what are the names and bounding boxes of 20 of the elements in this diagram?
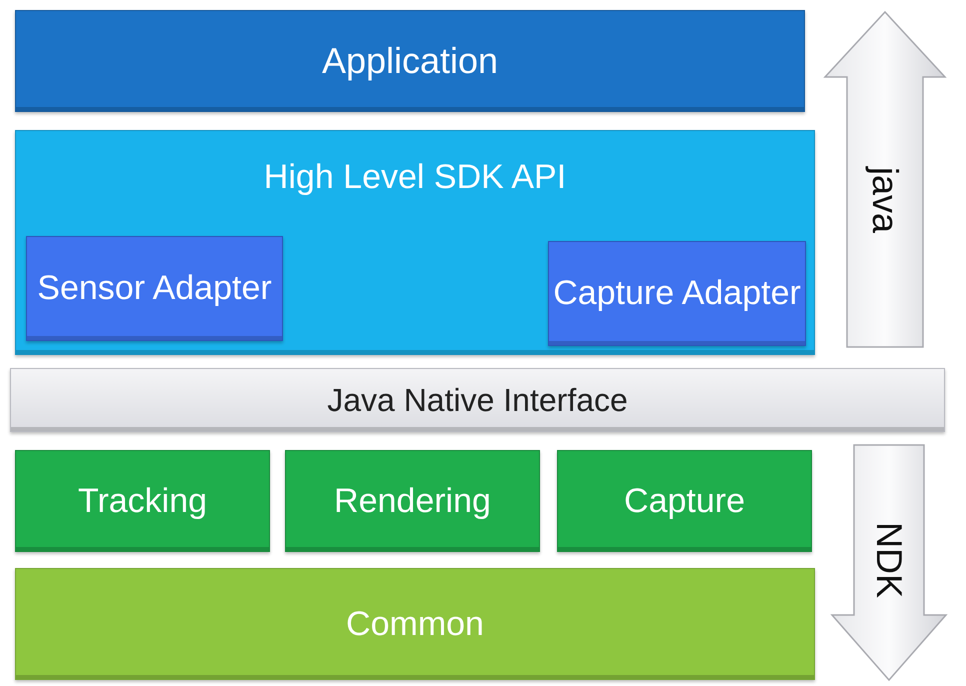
layer-label: Rendering [334, 484, 491, 518]
layer-label: Capture [624, 484, 745, 518]
layer-label: Application [322, 44, 498, 78]
layer-label: High Level SDK API [264, 161, 566, 194]
layer-box [10, 368, 945, 432]
layer-box [285, 450, 540, 552]
layer-label: Capture Adapter [553, 277, 801, 310]
layer-box [15, 568, 815, 680]
layer-box [15, 10, 805, 112]
layer-box [557, 450, 812, 552]
direction-label: NDK [868, 522, 910, 598]
module-box [26, 236, 283, 341]
layer-label: Java Native Interface [327, 384, 628, 416]
direction-label: java [864, 166, 906, 234]
layer-box [15, 450, 270, 552]
layer-label: Common [346, 608, 484, 640]
layer-label: Tracking [78, 484, 208, 518]
layer-box [15, 130, 815, 355]
module-box [548, 241, 806, 346]
layer-label: Sensor Adapter [37, 272, 272, 305]
